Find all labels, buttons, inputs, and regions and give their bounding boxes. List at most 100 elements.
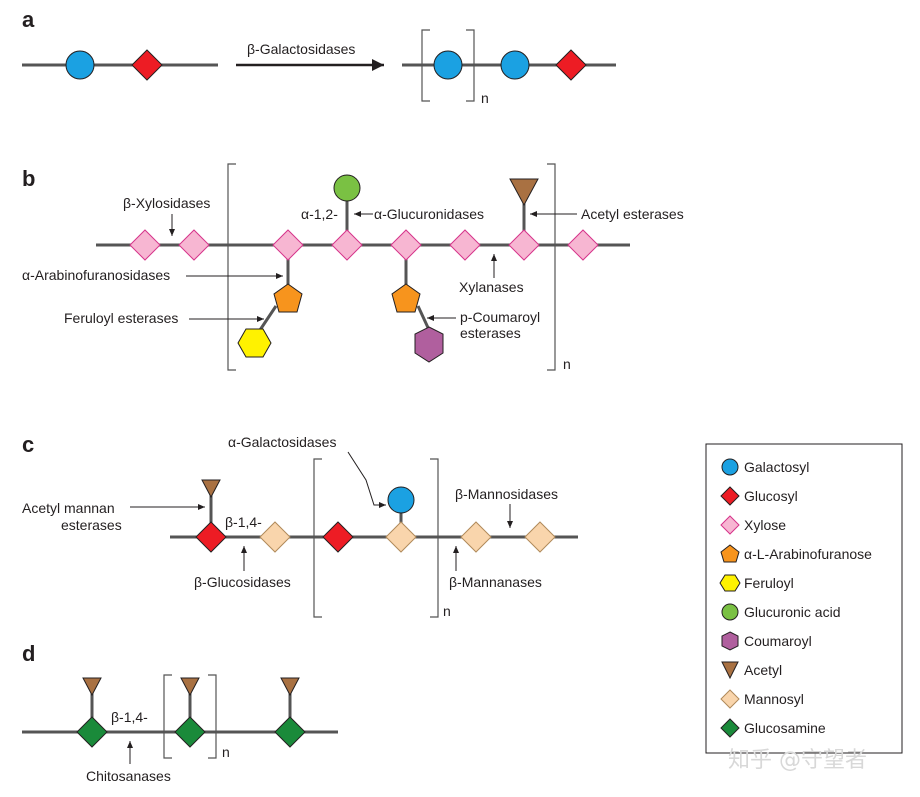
panel-a-enzyme-label: β-Galactosidases <box>247 41 355 57</box>
beta-mannosidases-label: β-Mannosidases <box>455 486 558 502</box>
panel-d-label: d <box>22 641 35 666</box>
legend-item: Glucosyl <box>720 486 798 506</box>
xylose-icon <box>129 229 161 261</box>
galactosyl-icon <box>387 486 415 514</box>
p-coumaroyl-esterases-label-line2: esterases <box>460 325 521 341</box>
mannosyl-icon <box>524 521 556 553</box>
panel-d: d n β-1,4- Chitosanases <box>22 641 338 784</box>
galactosyl-icon <box>721 458 739 476</box>
feruloyl-icon <box>719 574 741 592</box>
legend-item: Glucuronic acid <box>721 603 841 621</box>
legend-label: Galactosyl <box>744 459 809 475</box>
alpha-glucuronidases-label: α-Glucuronidases <box>374 206 484 222</box>
legend-label: Feruloyl <box>744 575 794 591</box>
arabinofuranose-icon <box>391 283 421 313</box>
legend-label: Glucuronic acid <box>744 604 841 620</box>
legend-label: α-L-Arabinofuranose <box>744 546 872 562</box>
acetyl-icon <box>721 661 739 680</box>
xylanases-label: Xylanases <box>459 279 524 295</box>
legend-item: Glucosamine <box>720 718 826 738</box>
legend-item: Galactosyl <box>721 458 809 476</box>
legend-label: Glucosamine <box>744 720 826 736</box>
panel-b-feruloyl-stem <box>258 305 278 331</box>
panel-c-bracket-left <box>313 458 322 618</box>
panel-b-bracket-right <box>547 163 556 371</box>
legend-label: Glucosyl <box>744 488 798 504</box>
arabinofuranose-icon <box>273 283 303 313</box>
legend-item: Xylose <box>720 515 786 535</box>
beta-mannanases-label: β-Mannanases <box>449 574 542 590</box>
panel-c-repeat-n: n <box>443 603 451 619</box>
legend-item: Mannosyl <box>720 689 804 709</box>
glucuronic-acid-icon <box>333 174 361 202</box>
coumaroyl-icon <box>721 631 739 651</box>
alpha-galactosidases-label: α-Galactosidases <box>228 434 336 450</box>
legend-label: Acetyl <box>744 662 782 678</box>
alpha-1-2-linkage-label: α-1,2- <box>301 206 338 222</box>
panel-c-bracket-right <box>430 458 439 618</box>
acetyl-icon <box>82 677 102 697</box>
legend-label: Xylose <box>744 517 786 533</box>
watermark: 知乎 @守望者 <box>728 748 867 773</box>
legend-label: Coumaroyl <box>744 633 812 649</box>
panel-a-repeat-n: n <box>481 90 489 106</box>
acetyl-esterases-label: Acetyl esterases <box>581 206 684 222</box>
legend-item: Coumaroyl <box>721 631 812 651</box>
panel-d-bracket-left <box>163 674 172 759</box>
panel-d-repeat-n: n <box>222 744 230 760</box>
coumaroyl-icon <box>414 326 444 363</box>
acetyl-icon <box>201 479 221 499</box>
legend-item: Feruloyl <box>719 574 794 592</box>
legend-box <box>705 443 903 754</box>
xylose-icon <box>331 229 363 261</box>
panel-b: b n β-Xylosidases α-1,2- α-Glucuronida <box>22 163 684 372</box>
l-arabinofuranose-icon <box>720 544 740 563</box>
beta-xylosidases-label: β-Xylosidases <box>123 195 210 211</box>
xylose-icon <box>272 229 304 261</box>
panel-b-label: b <box>22 166 35 191</box>
glucosamine-icon <box>720 718 740 738</box>
panel-a-bracket-right <box>466 29 475 102</box>
mannosyl-icon <box>720 689 740 709</box>
glucosyl-icon <box>555 49 587 81</box>
xylose-icon <box>508 229 540 261</box>
panel-c-label: c <box>22 432 34 457</box>
beta-1-4-linkage-label: β-1,4- <box>225 514 262 530</box>
acetyl-icon <box>180 677 200 697</box>
acetyl-icon <box>280 677 300 697</box>
beta-glucosidases-label: β-Glucosidases <box>194 574 291 590</box>
glucosyl-icon <box>195 521 227 553</box>
p-coumaroyl-esterases-label: p-Coumaroyl <box>460 309 540 325</box>
glucosyl-icon <box>131 49 163 81</box>
panel-a-label: a <box>22 7 35 32</box>
acetyl-mannan-esterases-label: Acetyl mannan <box>22 500 115 516</box>
xylose-icon <box>449 229 481 261</box>
panel-b-bracket-left <box>227 163 236 371</box>
beta-1-4-linkage-label: β-1,4- <box>111 709 148 725</box>
glucosyl-icon <box>322 521 354 553</box>
feruloyl-icon <box>237 328 272 358</box>
panel-b-repeat-n: n <box>563 356 571 372</box>
mannosyl-icon <box>460 521 492 553</box>
glucosamine-icon <box>274 716 306 748</box>
xylose-icon <box>178 229 210 261</box>
xylose-icon <box>720 515 740 535</box>
alpha-arabinofuranosidases-label: α-Arabinofuranosidases <box>22 267 170 283</box>
legend-label: Mannosyl <box>744 691 804 707</box>
acetyl-icon <box>509 178 539 207</box>
legend-item: Acetyl <box>721 661 782 680</box>
acetyl-mannan-esterases-label-line2: esterases <box>61 517 122 533</box>
chitosanases-label: Chitosanases <box>86 768 171 784</box>
alpha-galactosidases-pointer <box>347 451 386 508</box>
xylose-icon <box>567 229 599 261</box>
glucosamine-icon <box>174 716 206 748</box>
mannosyl-icon <box>385 521 417 553</box>
galactosyl-icon <box>433 50 463 80</box>
galactosyl-icon <box>65 50 95 80</box>
panel-c: c n α-Galactosidases Acetyl mannan ester… <box>22 432 578 619</box>
panel-d-bracket-right <box>208 674 217 759</box>
galactosyl-icon <box>500 50 530 80</box>
